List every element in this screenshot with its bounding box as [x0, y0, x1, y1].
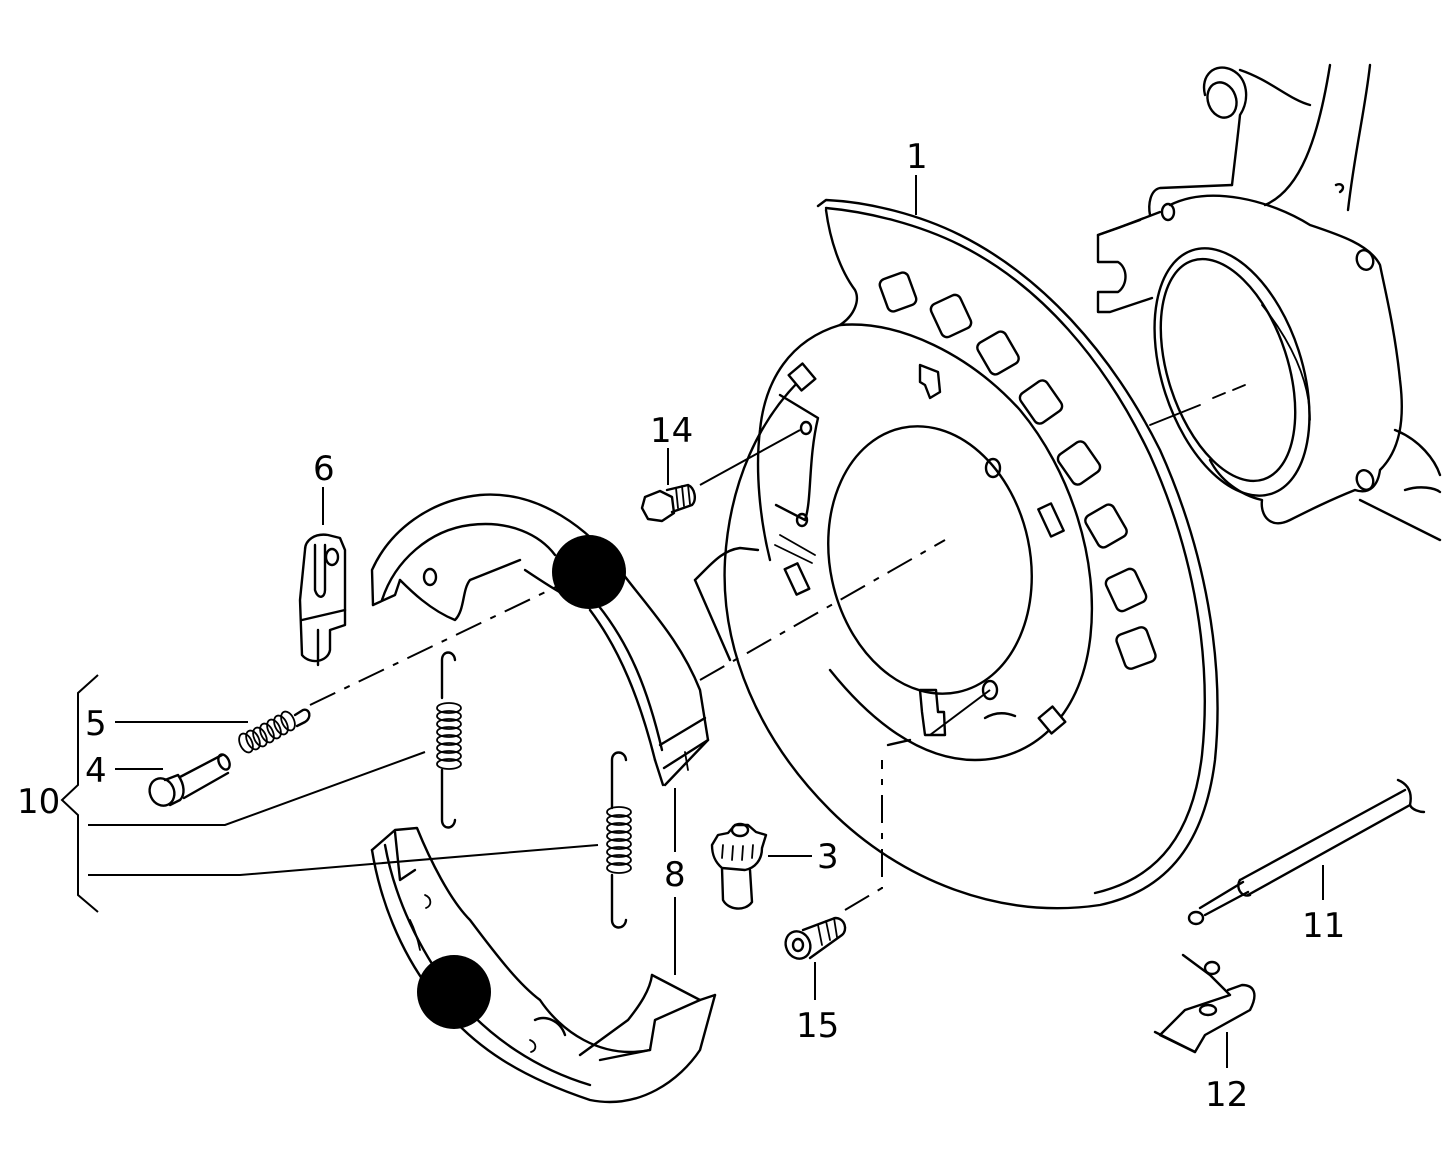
callout-1[interactable]: 1: [906, 137, 928, 177]
bolt14-leader: [699, 429, 801, 486]
callout-leaders: [88, 175, 1324, 1068]
wheel-bearing-housing: [1096, 63, 1442, 542]
callout-8[interactable]: 8: [664, 855, 686, 895]
callout-4[interactable]: 4: [85, 751, 107, 791]
callout-15[interactable]: 15: [796, 1006, 839, 1046]
handbrake-cable-part: [1187, 778, 1426, 926]
callout-10[interactable]: 10: [17, 782, 60, 822]
callout-6[interactable]: 6: [313, 449, 335, 489]
axis-line-bolt15: [844, 760, 883, 911]
flange-bolt-part: [784, 916, 847, 960]
adjuster-gear-part: [710, 822, 768, 910]
brake-shoe-upper: [370, 493, 710, 787]
retaining-spring-part: [238, 708, 311, 754]
lever-part: [298, 533, 347, 667]
cable-bracket-part: [1153, 953, 1256, 1054]
tab-leader: [929, 689, 991, 736]
callout-3[interactable]: 3: [817, 837, 839, 877]
marker-dot-upper: [552, 535, 626, 609]
axis-line-main: [699, 539, 946, 681]
hex-bolt-part: [640, 483, 696, 523]
retaining-pin-part: [148, 753, 231, 807]
upper-return-spring: [436, 651, 462, 829]
callout-14[interactable]: 14: [650, 411, 693, 451]
brake-shoe-lower: [370, 826, 717, 1104]
group-brace: [60, 674, 99, 913]
callout-5[interactable]: 5: [85, 704, 107, 744]
lower-return-spring: [606, 751, 632, 929]
callout-12[interactable]: 12: [1205, 1075, 1248, 1115]
axis-line-upper: [309, 584, 561, 706]
callout-11[interactable]: 11: [1302, 906, 1345, 946]
marker-dot-lower: [417, 955, 491, 1029]
backing-plate: [693, 198, 1219, 910]
